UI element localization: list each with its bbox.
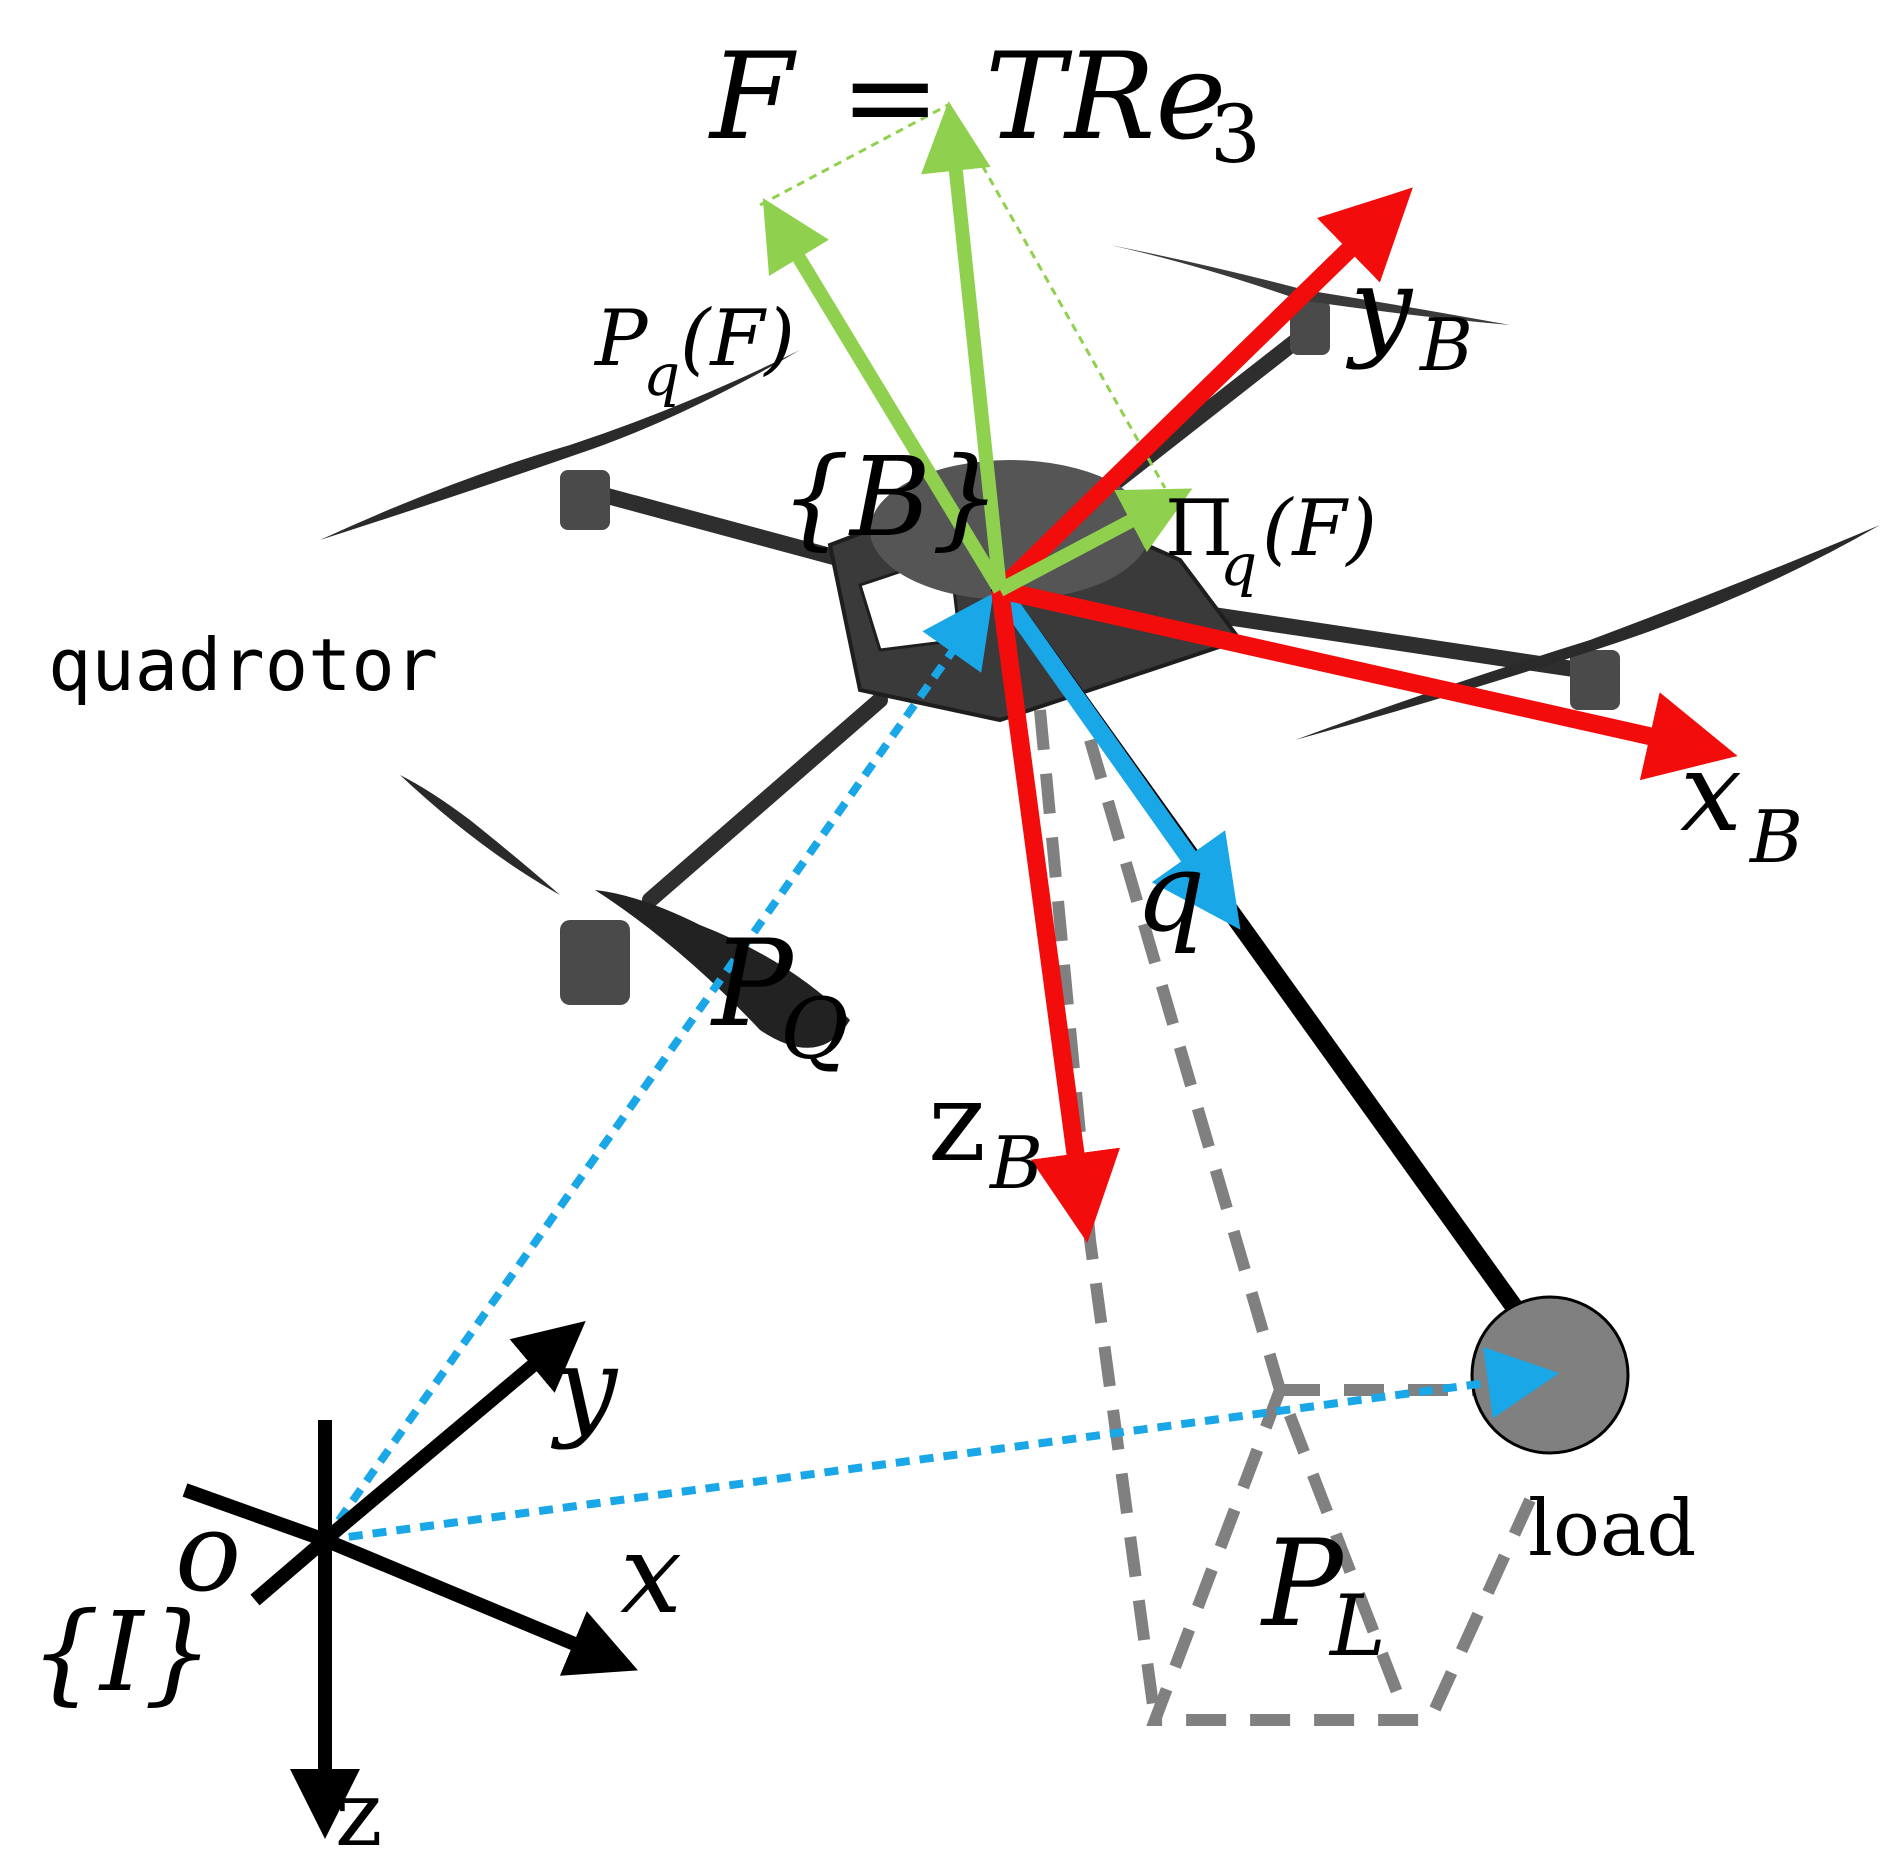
vector-PL: [324, 1347, 1560, 1544]
svg-text:(F): (F): [1262, 484, 1377, 574]
label-yB: y B: [1345, 243, 1473, 387]
axis-xB: [998, 581, 1738, 781]
svg-text:q: q: [643, 341, 680, 409]
force-equation: F = TRe 3: [708, 28, 1261, 181]
motor-right: [1570, 650, 1620, 710]
svg-text:P: P: [710, 915, 795, 1054]
svg-text:x: x: [1680, 728, 1742, 856]
label-q: q: [1135, 828, 1205, 956]
svg-text:P: P: [593, 294, 649, 384]
axis-x-inertial: [322, 1533, 638, 1676]
svg-text:B: B: [1418, 303, 1473, 387]
load-mass: [1470, 1295, 1630, 1455]
vector-Piq-F: [996, 488, 1193, 597]
label-Piq-F: Π q (F): [1165, 484, 1377, 599]
label-axis-z: z: [335, 1762, 382, 1856]
motor-left: [560, 470, 610, 530]
label-PL: P L: [1260, 1515, 1386, 1675]
label-zB: z B: [928, 1058, 1043, 1205]
label-origin: o: [175, 1488, 241, 1616]
label-quadrotor: quadrotor: [48, 623, 438, 707]
propeller-front-lower: [595, 890, 850, 1048]
vector-Pq-F: [762, 198, 1006, 594]
inertial-frame-axes: [182, 1320, 638, 1839]
force-vectors: [762, 101, 1193, 597]
body-frame-axes: [991, 187, 1738, 1243]
svg-text:q: q: [1220, 531, 1257, 599]
drone-arm-front: [642, 692, 888, 908]
quadrotor-drone: [320, 245, 1880, 1048]
svg-text:z: z: [928, 1058, 986, 1186]
label-inertial-frame: {I}: [30, 1588, 213, 1716]
svg-text:B: B: [988, 1121, 1043, 1205]
label-body-frame: {B}: [780, 433, 1001, 561]
motor-right-back: [1290, 300, 1330, 355]
vector-F: [921, 101, 1007, 591]
drone-arm-right: [1172, 602, 1588, 678]
equation-rhs-sub: 3: [1210, 88, 1261, 181]
svg-text:Q: Q: [780, 980, 849, 1078]
motor-front: [560, 920, 630, 1005]
label-axis-x: x: [620, 1510, 682, 1638]
svg-text:(F): (F): [680, 294, 795, 384]
vector-q: [992, 584, 1241, 930]
propeller-front-upper: [400, 775, 560, 895]
svg-text:Π: Π: [1165, 484, 1233, 574]
label-load: load: [1528, 1484, 1696, 1574]
drone-arm-left: [577, 482, 853, 568]
axis-zB: [991, 588, 1121, 1243]
vector-PQ: [321, 593, 994, 1543]
label-xB: x B: [1680, 728, 1803, 879]
axis-y-inertial-back: [250, 1534, 330, 1606]
axis-y-inertial: [320, 1320, 586, 1546]
svg-text:P: P: [1260, 1515, 1345, 1654]
equation-eq: =: [840, 28, 941, 167]
svg-text:y: y: [1345, 243, 1414, 371]
label-Pq-F: P q (F): [593, 294, 795, 409]
svg-text:L: L: [1328, 1577, 1386, 1675]
svg-text:B: B: [1748, 795, 1803, 879]
axis-x-inertial-back: [182, 1483, 328, 1547]
label-PQ: P Q: [710, 915, 849, 1078]
equation-rhs: TRe: [985, 28, 1226, 167]
position-vectors: [321, 584, 1560, 1544]
label-axis-y: y: [550, 1323, 619, 1451]
propeller-left: [320, 350, 800, 540]
axis-yB: [993, 187, 1413, 597]
equation-lhs: F: [708, 28, 797, 167]
